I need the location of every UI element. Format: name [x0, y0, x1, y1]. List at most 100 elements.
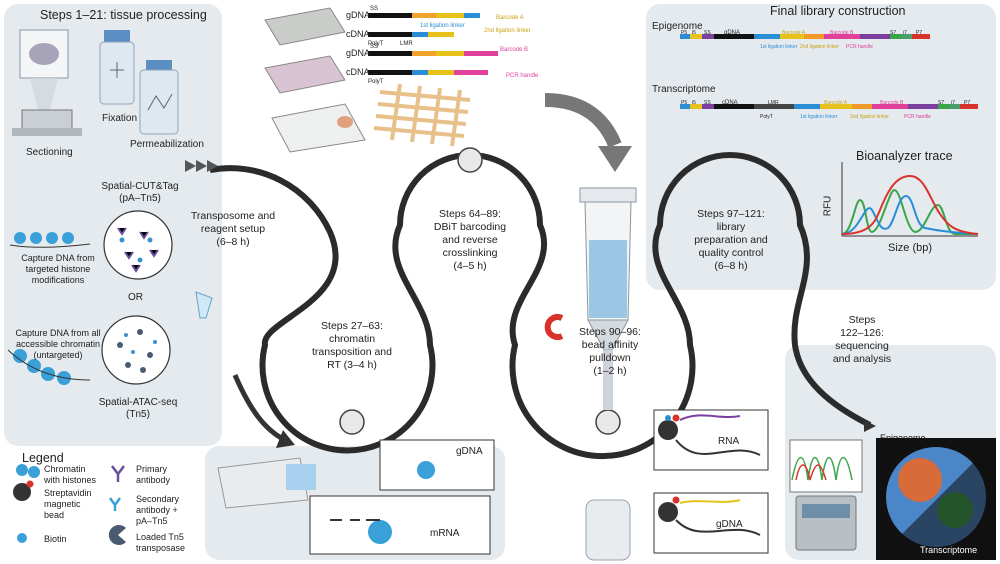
column-arrow	[544, 93, 622, 148]
bc-lig-linker2: 2nd ligation linker	[484, 28, 531, 34]
bc-cdna-1: cDNA	[346, 29, 370, 39]
bc-gdna-1: gDNA	[346, 10, 371, 20]
bc-lig-linker: 1st ligation linker	[420, 23, 465, 29]
capture-histone-3: modifications	[31, 275, 85, 285]
legend-icons	[13, 464, 126, 545]
epi-pcr: PCR handle	[846, 44, 873, 50]
capture-all-2: accessible chromatin	[15, 339, 101, 349]
final-library-title: Final library construction	[770, 4, 906, 18]
bc-cdna-2: cDNA	[346, 67, 370, 77]
transcriptome-library-strip	[680, 104, 978, 109]
bc-polyt-1: PolyT	[368, 41, 384, 47]
size-bp-label: Size (bp)	[888, 242, 933, 254]
permeabilization-label: Permeabilization	[130, 139, 204, 150]
start-chevrons	[185, 160, 218, 172]
tx-barcode-a: Barcode A	[824, 100, 848, 106]
map-epigenome-label: Epigenome	[880, 433, 926, 443]
fixation-label: Fixation	[102, 113, 138, 124]
cut-tag-circle	[103, 210, 173, 280]
path-nodes	[339, 147, 621, 435]
legend-chromatin-1: Chromatin	[44, 464, 86, 474]
atac-circle	[101, 315, 171, 385]
tx-s7: S7	[938, 100, 945, 106]
legend-secondary-2: antibody +	[136, 505, 178, 515]
tx-lig2: 2nd ligation linker	[850, 114, 889, 120]
capture-histone-2: targeted histone	[25, 264, 91, 274]
affinity-column	[579, 187, 637, 561]
barcode-strips	[368, 13, 498, 75]
legend-strep-1: Streptavidin	[44, 488, 92, 498]
tissue-processing-title: Steps 1–21: tissue processing	[40, 8, 207, 22]
atac-sub: (Tn5)	[126, 409, 150, 420]
epi-lig2: 2nd ligation linker	[800, 44, 839, 50]
bioanalyzer-title: Bioanalyzer trace	[856, 149, 953, 163]
gdna-inset	[653, 492, 769, 554]
cut-tag-sub: (pA–Tn5)	[119, 193, 161, 204]
chip-mrna-label: mRNA	[430, 528, 460, 539]
tx-i5: i5	[692, 100, 696, 106]
barcoding-chips	[264, 7, 471, 153]
epi-lig1: 1st ligation linker	[760, 44, 798, 50]
epigenome-library-strip	[680, 34, 930, 39]
legend-secondary-3: pA–Tn5	[136, 516, 168, 526]
bc-polyt-2: PolyT	[368, 79, 384, 85]
sectioning-label: Sectioning	[26, 147, 73, 158]
bc-ss-2: SS	[370, 44, 379, 50]
legend-strep-3: bead	[44, 510, 65, 520]
tx-cdna: cDNA	[722, 100, 738, 106]
legend-title: Legend	[22, 451, 64, 465]
legend-loaded-1: Loaded Tn5	[136, 532, 184, 542]
epi-p5: P5	[681, 30, 688, 36]
magnet-icon	[544, 314, 564, 340]
capture-all-1: Capture DNA from all	[15, 328, 101, 338]
map-transcriptome-label: Transcriptome	[920, 545, 978, 555]
atac-label: Spatial-ATAC-seq	[98, 397, 178, 408]
epi-ss: SS	[704, 30, 711, 36]
rna-label: RNA	[718, 436, 740, 447]
legend-chromatin-2: with histones	[44, 475, 97, 485]
fixation-bottle-icon	[99, 30, 135, 105]
tx-ss: SS	[704, 100, 711, 106]
rfu-label: RFU	[822, 195, 834, 217]
legend-strep-2: magnetic	[44, 499, 81, 509]
tx-p5: P5	[681, 100, 688, 106]
bc-barcode-b: Barcode B	[500, 47, 529, 53]
tx-p7: P7	[964, 100, 971, 106]
bc-lmr: LMR	[400, 41, 413, 47]
epi-gdna: gDNA	[724, 30, 741, 36]
legend-secondary-1: Secondary	[136, 494, 180, 504]
epi-i5: i5	[692, 30, 696, 36]
chip-inset	[217, 439, 495, 555]
transcriptome-label: Transcriptome	[652, 84, 716, 95]
down-arrow	[232, 374, 287, 443]
bc-pcr-handle: PCR handle	[506, 73, 539, 79]
tx-lig1: 1st ligation linker	[800, 114, 838, 120]
bioanalyzer-trace-blue	[841, 194, 979, 235]
tx-pcr: PCR handle	[904, 114, 931, 120]
legend-biotin: Biotin	[44, 534, 67, 544]
or-label: OR	[128, 292, 143, 303]
chromatin-illustration	[7, 232, 91, 385]
epi-i7: i7	[903, 30, 907, 36]
workflow-path	[209, 152, 872, 460]
bc-gdna-2: gDNA	[346, 48, 371, 58]
cut-tag-label: Spatial-CUT&Tag	[101, 181, 179, 192]
epi-p7: P7	[916, 30, 923, 36]
capture-histone-1: Capture DNA from	[21, 253, 95, 263]
rna-inset	[653, 409, 769, 471]
legend-primary-1: Primary	[136, 464, 167, 474]
epi-barcode-a: Barcode A	[782, 30, 806, 36]
epigenome-label: Epigenome	[652, 21, 703, 32]
bc-barcode-a: Barcode A	[496, 15, 524, 21]
gdna-inset-label: gDNA	[716, 519, 743, 530]
final-library-panel	[646, 4, 996, 290]
bc-ss-1: SS	[370, 6, 379, 12]
bioanalyzer-trace-green	[841, 189, 978, 235]
tube-icon	[195, 291, 213, 319]
